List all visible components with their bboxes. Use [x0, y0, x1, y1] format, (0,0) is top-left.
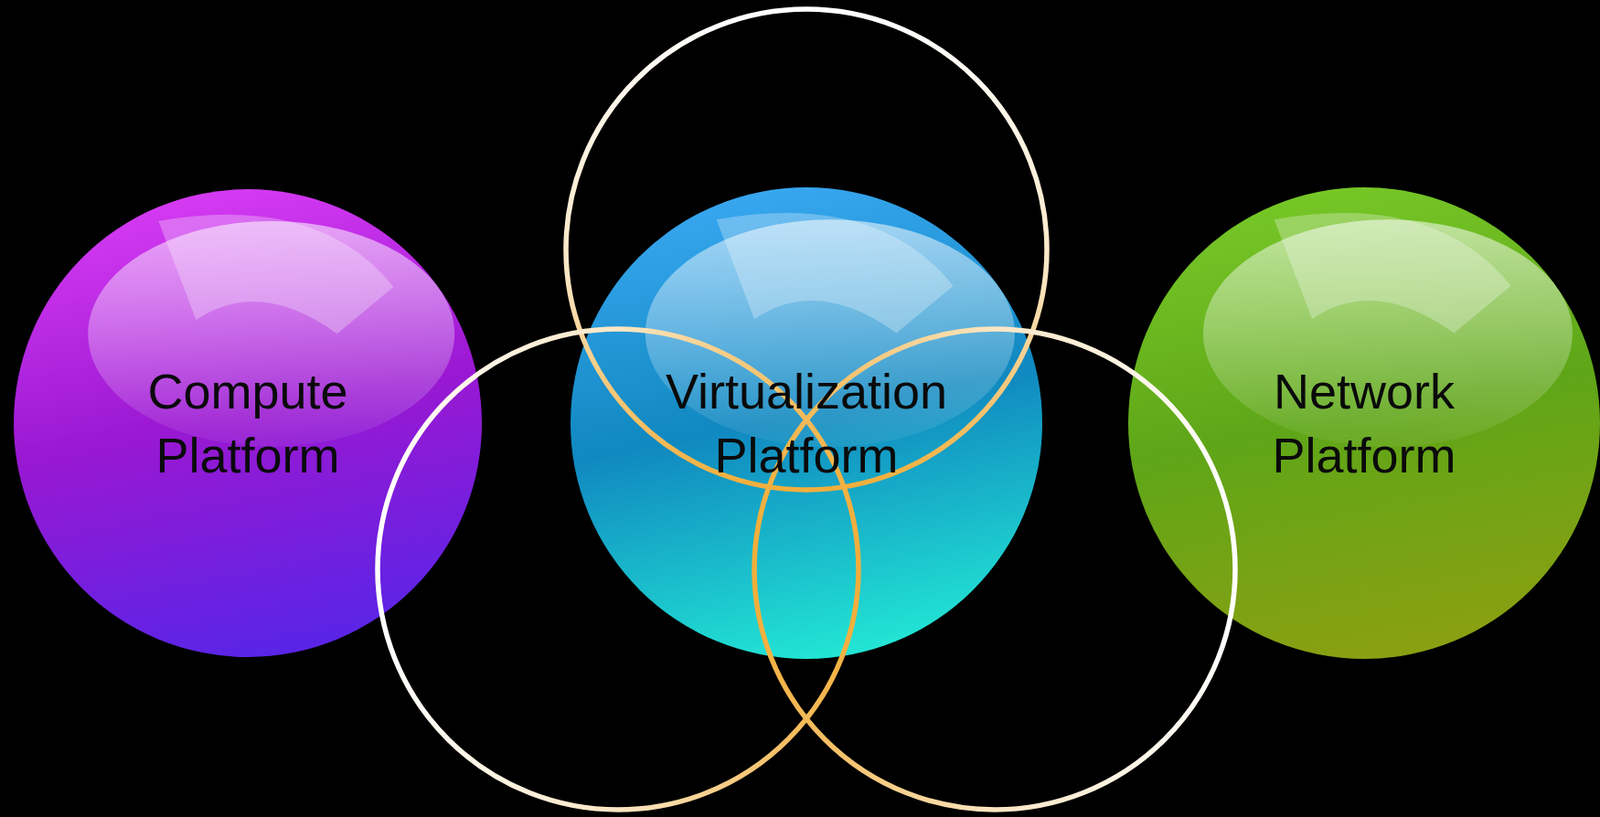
platform-sphere: Compute Platform	[12, 188, 483, 659]
glossy-sphere	[569, 186, 1044, 661]
platform-label: Virtualization Platform	[628, 359, 985, 488]
platform-sphere: Virtualization Platform	[569, 186, 1044, 661]
platform-label: Compute Platform	[69, 359, 427, 488]
glossy-sphere	[12, 188, 483, 659]
glossy-sphere	[1127, 186, 1600, 661]
platform-label: Network Platform	[1185, 359, 1543, 488]
platform-sphere: Network Platform	[1127, 186, 1600, 661]
